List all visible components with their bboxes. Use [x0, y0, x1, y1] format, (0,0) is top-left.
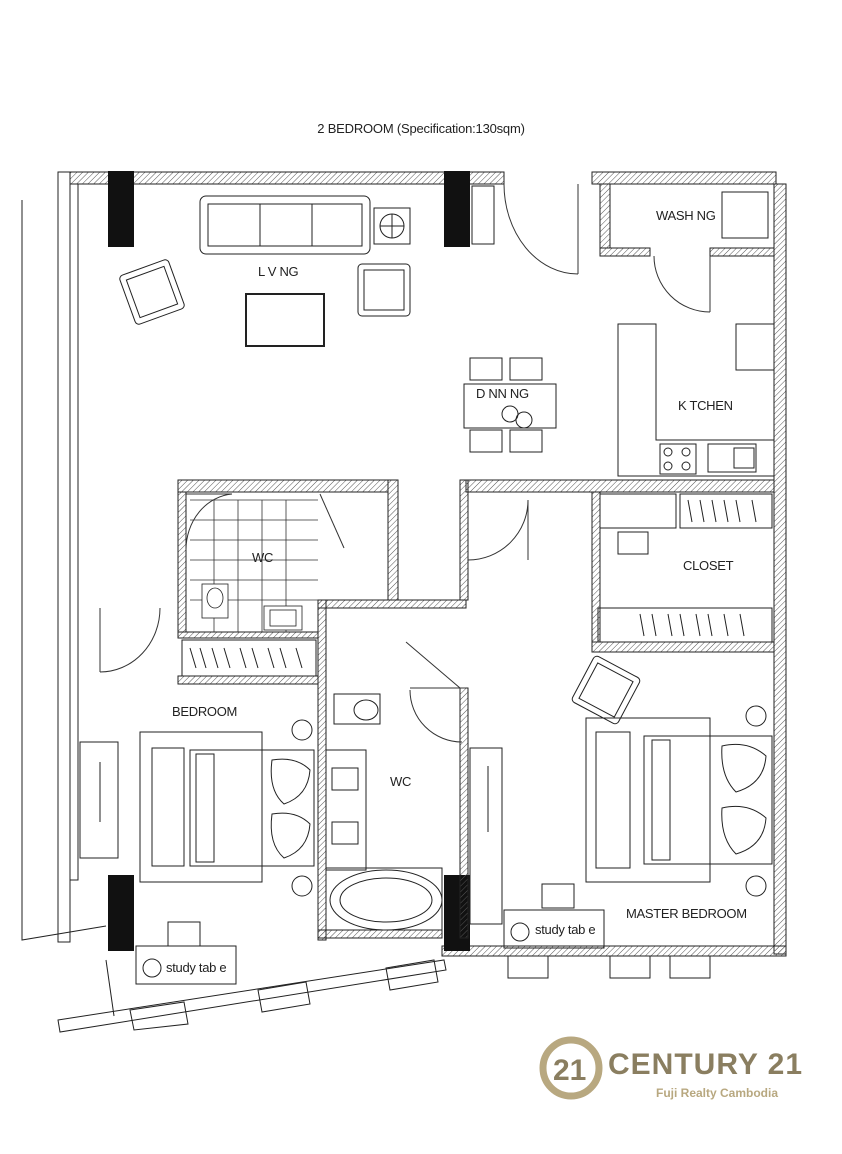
- doors: [99, 183, 711, 743]
- living-furniture: [119, 185, 495, 347]
- dining-furniture: [463, 357, 557, 453]
- label-master-bedroom: MASTER BEDROOM: [626, 906, 747, 921]
- label-study-left: study tab e: [166, 960, 226, 975]
- label-dining: D NN NG: [476, 386, 529, 401]
- label-study-right: study tab e: [535, 922, 595, 937]
- brand-name: CENTURY 21: [608, 1048, 804, 1081]
- room-labels: L V NG WASH NG D NN NG K TCHEN WC CLOSET…: [166, 208, 747, 975]
- label-living: L V NG: [258, 264, 299, 279]
- kitchen-furniture: [617, 323, 775, 477]
- label-closet: CLOSET: [683, 558, 734, 573]
- balconies: [21, 200, 711, 1033]
- wardrobes: [181, 493, 773, 677]
- outer-walls: [57, 171, 787, 957]
- label-washing: WASH NG: [656, 208, 716, 223]
- master-furniture: [469, 655, 773, 949]
- brand-subtitle: Fuji Realty Cambodia: [656, 1086, 779, 1100]
- label-wc-main: WC: [390, 774, 411, 789]
- columns: [108, 171, 470, 951]
- bedroom-furniture: [79, 719, 315, 985]
- interior-walls: [177, 479, 775, 941]
- label-bedroom: BEDROOM: [172, 704, 237, 719]
- seal-number: 21: [553, 1054, 586, 1087]
- century21-logo: 21 CENTURY 21 Fuji Realty Cambodia: [538, 1030, 828, 1110]
- label-kitchen: K TCHEN: [678, 398, 733, 413]
- wc-small-fixtures: [190, 499, 318, 632]
- label-wc-small: WC: [252, 550, 273, 565]
- wc-main-fixtures: [325, 693, 443, 931]
- washing-furniture: [721, 191, 769, 239]
- century21-seal-icon: 21: [539, 1036, 603, 1100]
- plan-title: 2 BEDROOM (Specification:130sqm): [317, 121, 525, 136]
